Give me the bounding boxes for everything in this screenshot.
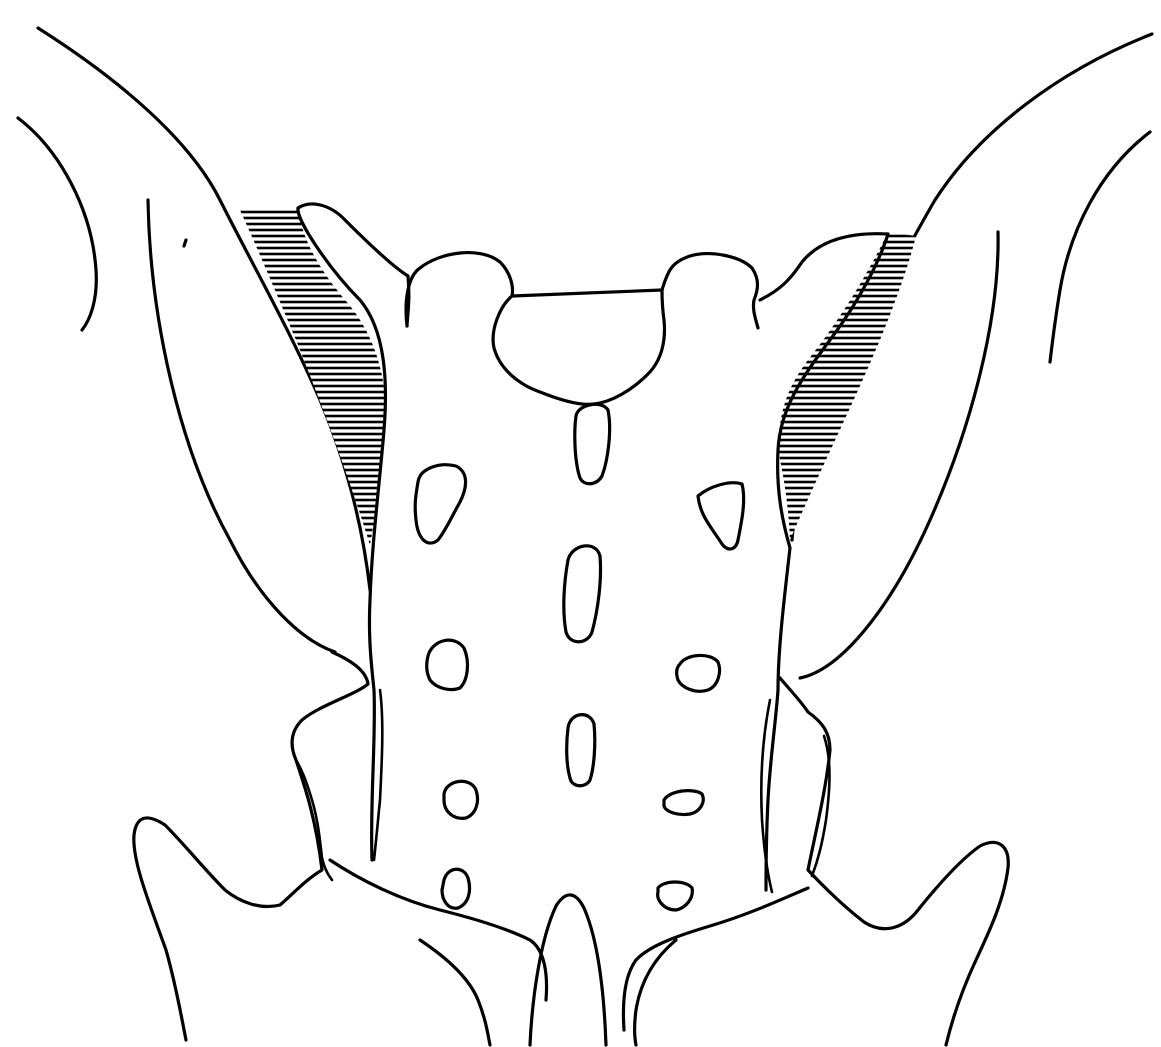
left-foramen-3 [444, 781, 478, 818]
right-lower-ilium [780, 678, 1008, 1045]
right-foramen-4 [658, 882, 693, 910]
left-foramen-1 [415, 465, 465, 543]
sacrum-base-line [512, 290, 662, 296]
right-foramen-2 [677, 655, 720, 691]
left-sacroiliac-joint-hatch [240, 208, 385, 545]
sacroiliac-joints [240, 208, 916, 545]
median-crest-tubercle-1 [575, 404, 610, 483]
sacrum-lower-edge-right [623, 888, 808, 1030]
sacral-foramina [415, 404, 743, 910]
left-foramen-4 [442, 869, 470, 908]
right-iliac-inner-curve [1050, 132, 1150, 362]
left-foramen-2 [427, 640, 468, 689]
left-pubic-ramus [420, 940, 490, 1045]
right-foramen-1 [698, 483, 744, 549]
median-crest-tubercle-3 [567, 715, 595, 786]
right-iliac-crest-outer [792, 34, 1152, 540]
median-crest-tubercle-2 [564, 546, 601, 642]
lower-pelvis [134, 652, 1008, 1045]
sacrum-top-left-process [406, 253, 512, 326]
sacrum-lower-edge [330, 860, 547, 1000]
sacrum-top-right-process [662, 254, 758, 328]
coccyx [530, 895, 606, 1045]
right-iliac-wing-inner [800, 232, 998, 678]
left-mark [184, 240, 186, 246]
left-iliac-inner-curve [18, 118, 96, 330]
right-foramen-3 [664, 791, 703, 815]
sacral-canal [493, 290, 664, 404]
left-lower-ilium [134, 652, 368, 1040]
